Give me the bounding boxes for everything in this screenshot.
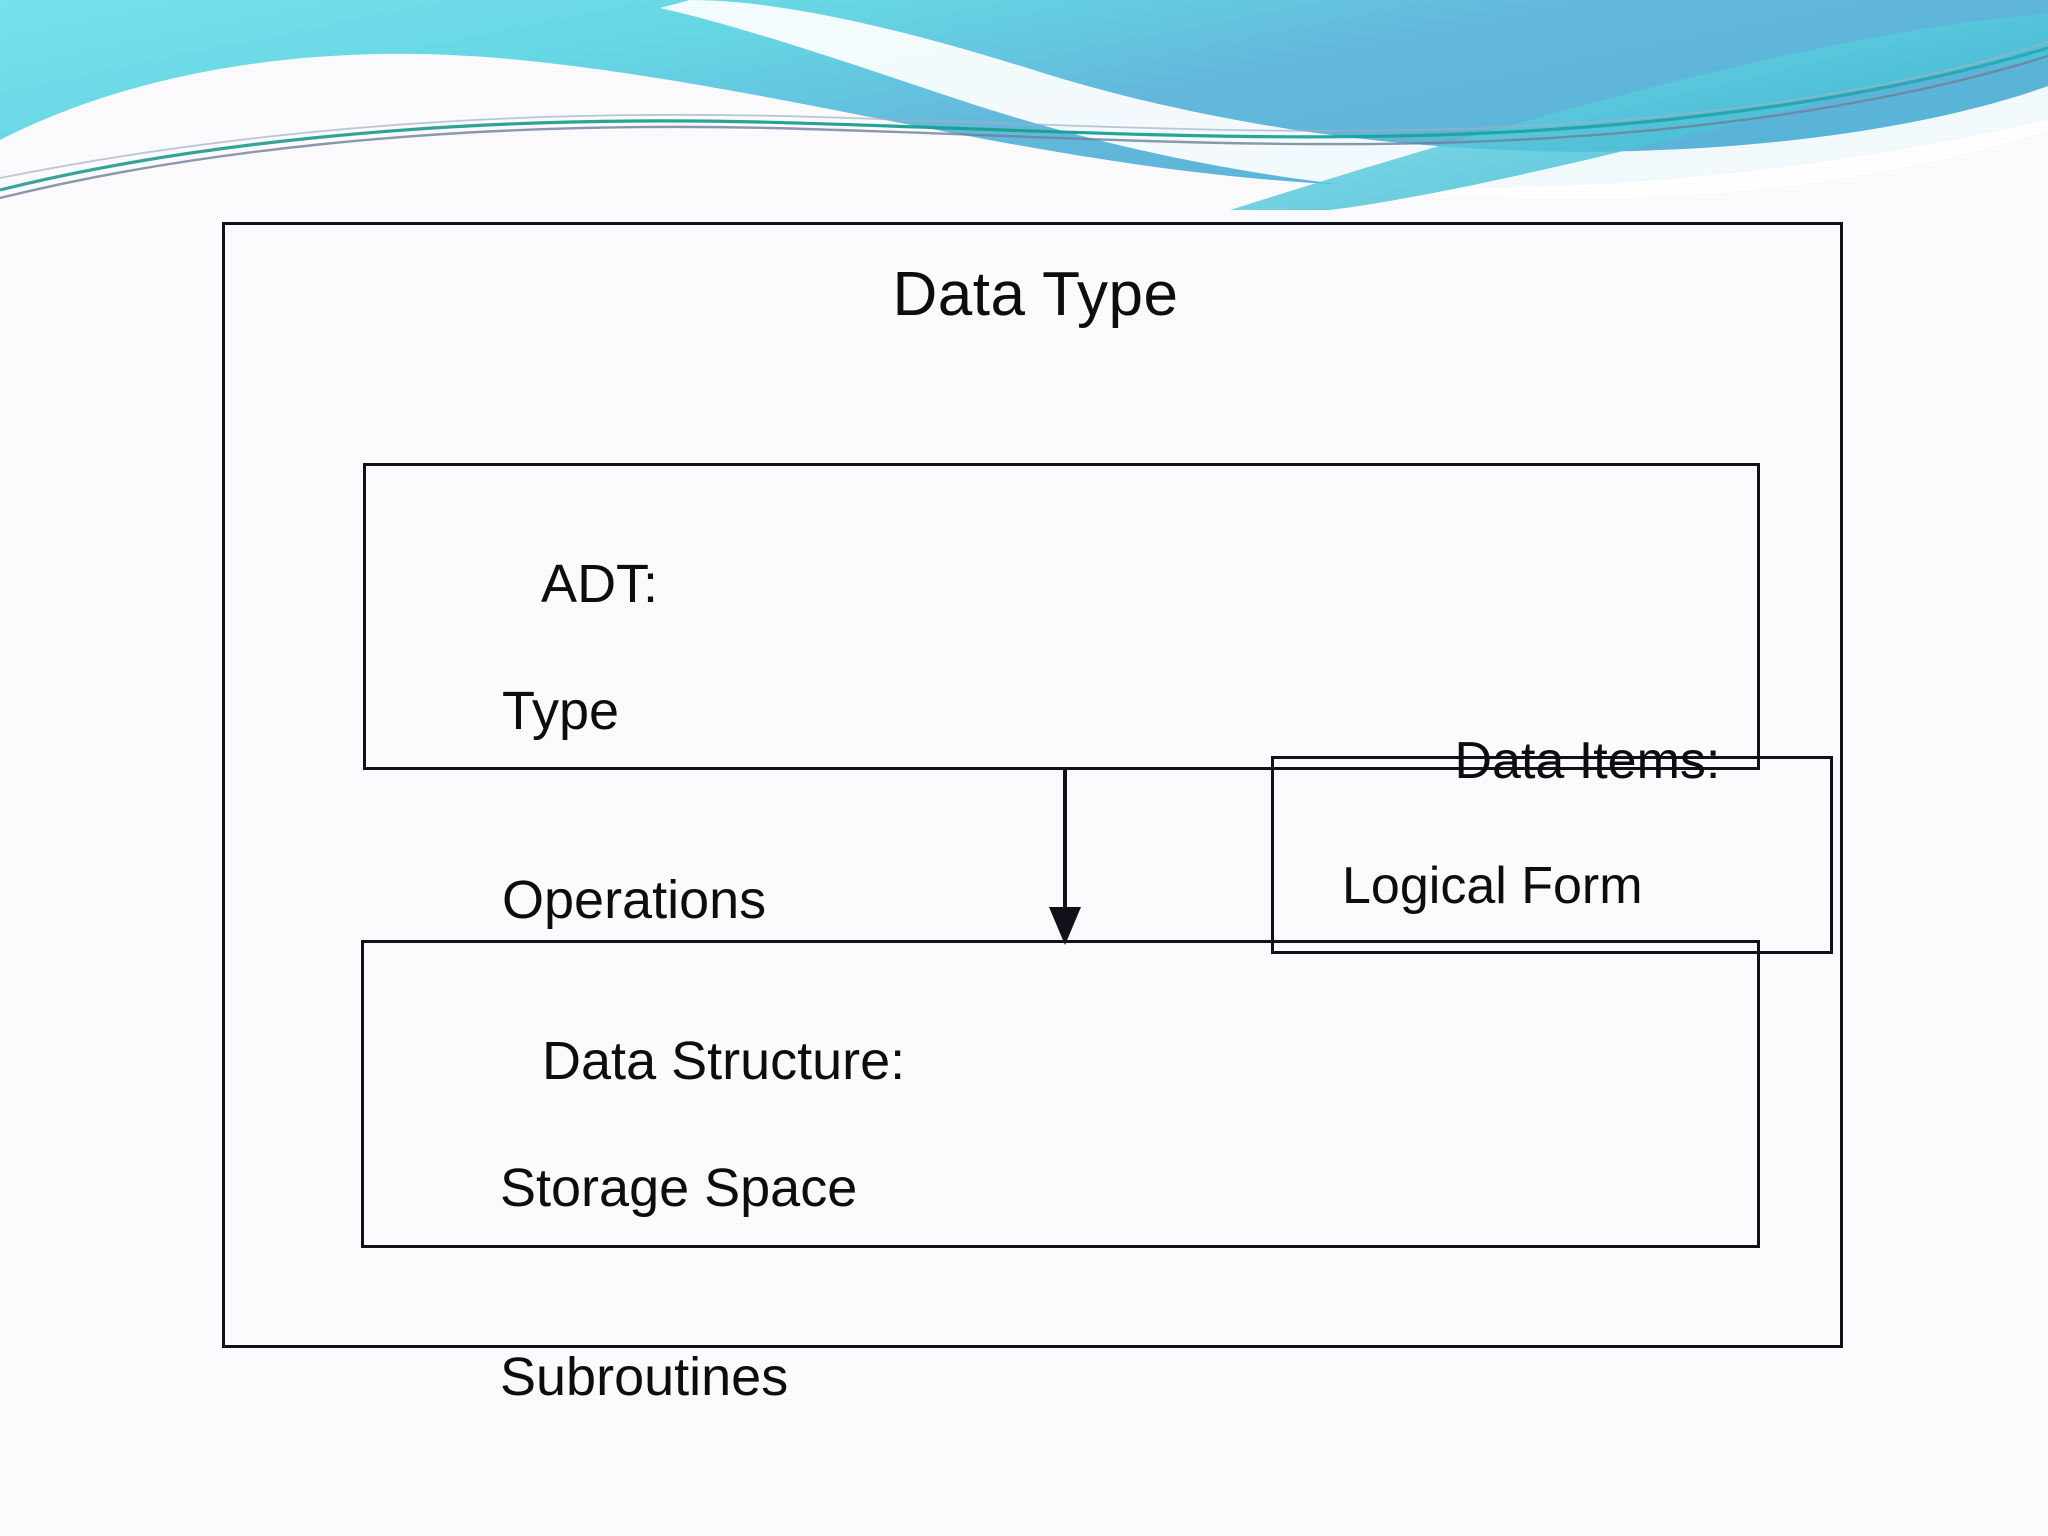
- data-structure-item-subroutines: Subroutines: [500, 1347, 789, 1408]
- data-items-logical-heading: Data Items:: [1454, 732, 1721, 791]
- adt-box: ADT: Type Operations Data Items: Logical…: [363, 463, 1833, 954]
- wave-header-decoration: [0, 0, 2048, 210]
- data-structure-text-block: Data Structure: Storage Space Subroutine…: [422, 967, 905, 1536]
- data-structure-item-storage-space: Storage Space: [500, 1157, 858, 1218]
- data-items-logical-form-text: Data Items: Logical Form: [1274, 668, 1720, 1042]
- adt-text-block: ADT: Type Operations: [424, 490, 766, 1059]
- adt-item-type: Type: [502, 680, 620, 741]
- data-items-logical-form-box: Data Items: Logical Form: [1271, 732, 1833, 954]
- adt-item-operations: Operations: [502, 870, 767, 931]
- data-type-outer-box: Data Type ADT: Type Operations Data Item…: [222, 222, 1843, 1407]
- data-structure-heading: Data Structure:: [542, 1031, 906, 1092]
- data-structure-box: Data Structure: Storage Space Subroutine…: [361, 940, 1760, 1407]
- page-title: Data Type: [892, 260, 1179, 329]
- down-arrow-icon: [1045, 767, 1085, 945]
- adt-heading: ADT:: [541, 554, 659, 615]
- data-items-logical-value: Logical Form: [1342, 857, 1643, 915]
